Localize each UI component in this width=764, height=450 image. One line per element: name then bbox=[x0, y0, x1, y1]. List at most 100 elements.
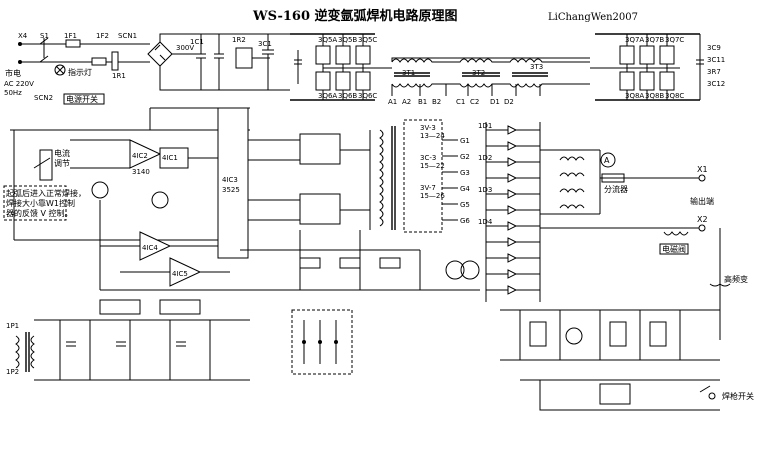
igbt-right-wiring bbox=[590, 34, 680, 100]
igbt-label-3q8c: 3Q8C bbox=[665, 92, 684, 100]
relay-board-wiring bbox=[500, 309, 720, 361]
aux-xfmr-secondary bbox=[30, 335, 35, 369]
relay-label: 1R2 bbox=[232, 36, 246, 44]
terminal-x1-label: X1 bbox=[697, 165, 708, 174]
aux-filter-caps bbox=[66, 341, 186, 347]
indicator-lamp-label: 指示灯 bbox=[68, 67, 92, 77]
aux-xfmr-primary bbox=[15, 335, 20, 369]
igbt-3q8a bbox=[619, 71, 635, 91]
cap-3c11: 3C11 bbox=[707, 56, 725, 64]
mains-terminal-l bbox=[18, 42, 22, 46]
relay-k3 bbox=[649, 321, 667, 347]
cap-3c12: 3C12 bbox=[707, 80, 725, 88]
winding-range-3: 15—26 bbox=[420, 192, 445, 200]
igbt-bridge-left: 3Q5A 3Q5B 3Q5C 3Q6A 3Q6B 3Q6C bbox=[290, 33, 380, 101]
tap-d2: D2 bbox=[504, 98, 514, 106]
cap-3c9: 3C9 bbox=[707, 44, 721, 52]
note-line-1: 起弧后进入正常焊接， bbox=[6, 188, 86, 198]
aux-power: 1P1 1P2 bbox=[6, 299, 250, 381]
fuse-2 bbox=[91, 57, 107, 66]
control-left-wiring bbox=[13, 130, 230, 241]
power-switch-label: 电源开关 bbox=[66, 94, 98, 104]
right-snubber-cap bbox=[696, 34, 704, 100]
bulk-capacitor bbox=[196, 34, 206, 90]
feedback-resistor-1 bbox=[299, 257, 321, 269]
igbt-3q8b bbox=[639, 71, 655, 91]
ic-4ic2: 4IC2 bbox=[132, 152, 148, 160]
scn-label: SCN1 bbox=[118, 32, 137, 40]
input-section: X4 S1 1F1 1F2 SCN1 市电 AC 220V 50Hz 指示灯 电… bbox=[4, 32, 290, 105]
hf-transistor bbox=[565, 327, 583, 345]
mode-switch-node-3 bbox=[334, 340, 338, 344]
hf-torch-section: 焊枪开关 bbox=[500, 309, 754, 411]
driver-outputs bbox=[340, 130, 371, 230]
feedback-resistor-2 bbox=[339, 257, 361, 269]
output-inductors bbox=[559, 156, 585, 209]
mode-switch-block bbox=[291, 309, 353, 375]
feedback-ct-2 bbox=[460, 260, 480, 280]
igbt-bridge-right: 3Q7A 3Q7B 3Q7C 3Q8A 3Q8B 3Q8C 3C9 3C11 3… bbox=[590, 33, 725, 101]
ammeter-icon bbox=[600, 152, 616, 168]
igbt-3q5a bbox=[315, 45, 331, 65]
switch-s1-label: S1 bbox=[40, 32, 49, 40]
shunt-label: 分流器 bbox=[604, 184, 628, 194]
gate-xfmr-primary bbox=[379, 129, 384, 227]
igbt-label-3q6b: 3Q6B bbox=[338, 92, 357, 100]
transformer-3t3-label: 3T3 bbox=[530, 63, 543, 71]
terminal-x1[interactable] bbox=[698, 174, 706, 182]
diagram-author: LiChangWen2007 bbox=[548, 12, 638, 23]
relay-k2 bbox=[609, 321, 627, 347]
rectifier-rails bbox=[485, 122, 541, 302]
tap-d1: D1 bbox=[490, 98, 500, 106]
regulator-7805 bbox=[159, 299, 201, 315]
bus-capacitor bbox=[262, 34, 274, 90]
res-3r7: 3R7 bbox=[707, 68, 721, 76]
current-pot bbox=[39, 149, 53, 181]
igbt-3q5c bbox=[355, 45, 371, 65]
supply-voltage: AC 220V bbox=[4, 80, 34, 88]
note-line-3: 器的反馈 V 控制。 bbox=[6, 208, 73, 218]
aux-label-1p1: 1P1 bbox=[6, 322, 19, 330]
driver-block-2 bbox=[299, 193, 341, 225]
gate-g2: G2 bbox=[460, 153, 470, 161]
pwm-outputs bbox=[248, 139, 420, 251]
igbt-label-3q7b: 3Q7B bbox=[645, 36, 664, 44]
primary-coils bbox=[380, 58, 590, 69]
diode-1d2: 1D2 bbox=[478, 154, 492, 162]
inductor-bus bbox=[540, 149, 601, 215]
pot-label: 电流 bbox=[54, 148, 70, 158]
transformer-cores bbox=[394, 72, 548, 77]
supply-frequency: 50Hz bbox=[4, 89, 22, 97]
hf-coil bbox=[663, 231, 689, 236]
note-line-2: 焊接大小靠W1控制 bbox=[6, 198, 75, 208]
tap-a2: A2 bbox=[402, 98, 411, 106]
diode-1d4: 1D4 bbox=[478, 218, 493, 226]
indicator-lamp-icon bbox=[54, 64, 66, 76]
igbt-label-3q5c: 3Q5C bbox=[358, 36, 377, 44]
igbt-3q7b bbox=[639, 45, 655, 65]
diode-1d1: 1D1 bbox=[478, 122, 492, 130]
gate-output-wires bbox=[442, 139, 458, 221]
ic-4ic3: 4IC3 bbox=[222, 176, 238, 184]
tap-c1: C1 bbox=[456, 98, 465, 106]
terminal-x2[interactable] bbox=[698, 224, 706, 232]
transformer-taps bbox=[391, 57, 590, 96]
fuse-label: 1F1 bbox=[64, 32, 77, 40]
torch-switch-label: 焊枪开关 bbox=[722, 391, 754, 401]
gas-valve-box bbox=[659, 243, 689, 255]
ic-4ic1: 4IC1 bbox=[162, 154, 178, 162]
driver-block-1 bbox=[299, 133, 341, 165]
tap-a1: A1 bbox=[388, 98, 397, 106]
control-bus bbox=[10, 107, 250, 131]
secondary-coils bbox=[391, 83, 590, 88]
resistor-1r1 bbox=[111, 51, 119, 71]
rectifier-voltage: 300V bbox=[176, 44, 194, 52]
igbt-label-3q5b: 3Q5B bbox=[338, 36, 357, 44]
torch-switch-contact[interactable] bbox=[708, 392, 716, 400]
gate-g4: G4 bbox=[460, 185, 470, 193]
mode-switch-node-2 bbox=[318, 340, 322, 344]
igbt-3q7a bbox=[619, 45, 635, 65]
supply-label: 市电 bbox=[5, 68, 21, 78]
torch-wiring bbox=[520, 379, 720, 411]
ic-3525-body bbox=[217, 107, 249, 259]
